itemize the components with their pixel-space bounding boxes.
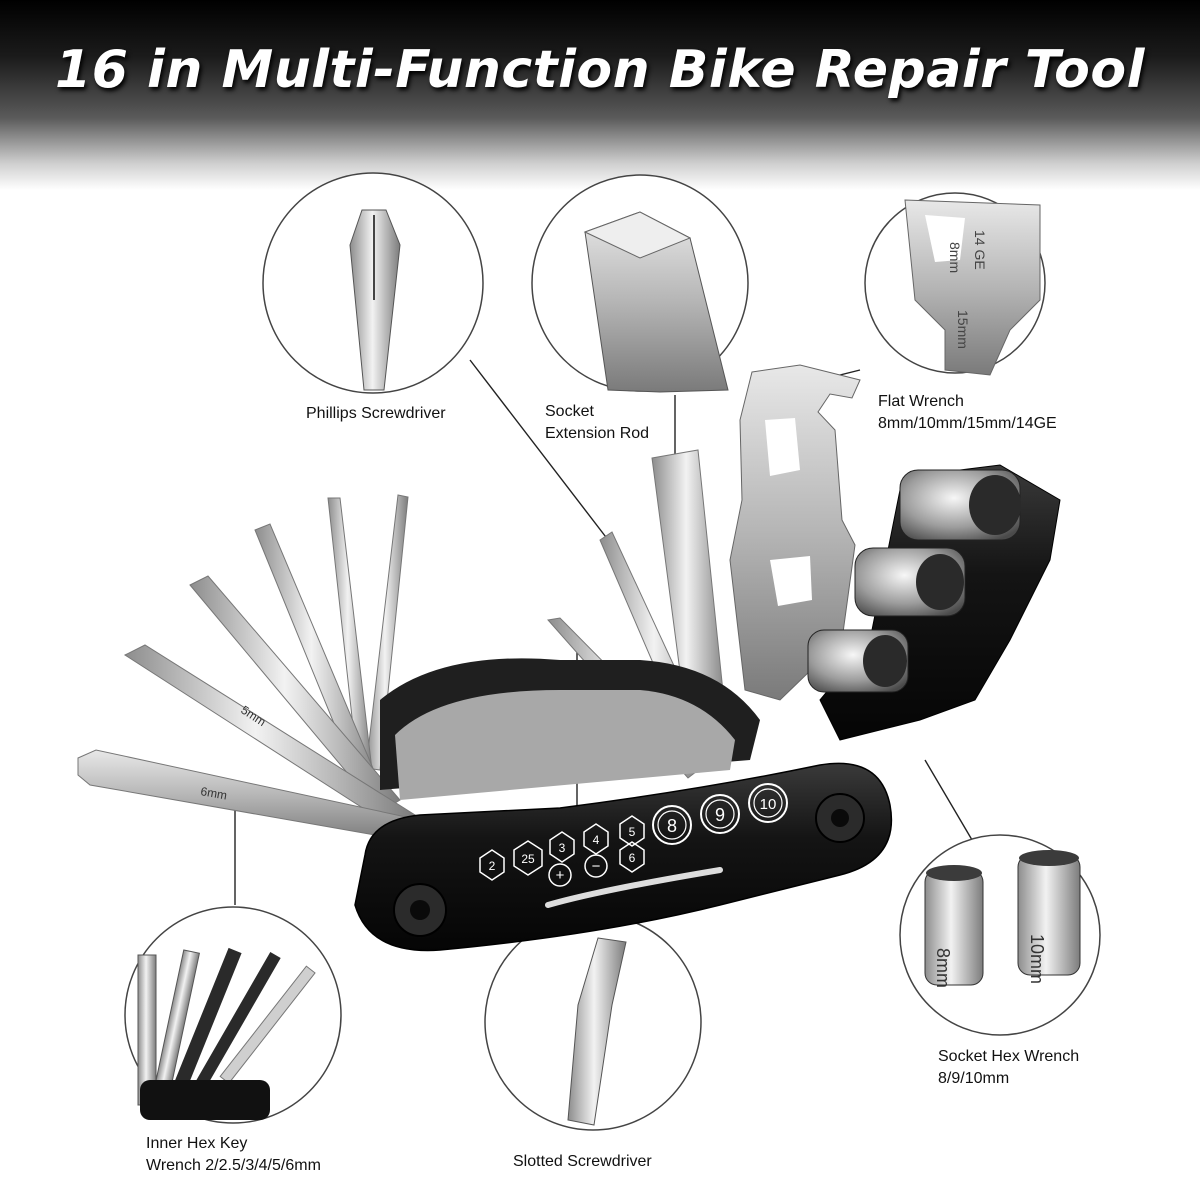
- svg-text:3: 3: [559, 841, 566, 855]
- sockets: [807, 469, 1021, 693]
- size-mark-10: 10: [748, 783, 788, 823]
- plus-mark: +: [548, 863, 572, 887]
- zoom-circle-socket-hex: 8mm 10mm: [899, 834, 1101, 1036]
- size-mark-5: 5: [619, 815, 645, 847]
- size-mark-2: 2: [479, 849, 505, 881]
- svg-text:10: 10: [760, 796, 777, 813]
- size-mark-4: 4: [583, 823, 609, 855]
- page-title: 16 in Multi-Function Bike Repair Tool: [55, 40, 1145, 100]
- size-mark-25: 25: [513, 840, 543, 876]
- svg-text:5: 5: [629, 825, 636, 839]
- engraving-socket-8mm: 8mm: [933, 948, 953, 988]
- tool-body: [354, 762, 893, 952]
- body-rivets: [393, 793, 865, 937]
- socket-hex-callout-line: [924, 759, 976, 846]
- svg-text:6: 6: [629, 851, 636, 865]
- size-mark-6: 6: [619, 841, 645, 873]
- body-slot: [545, 867, 723, 908]
- hex-key-fan: 6mm 5mm: [77, 494, 421, 843]
- svg-text:+: +: [556, 867, 565, 884]
- header-banner: [0, 0, 1200, 190]
- engraving-hex-6mm: 6mm: [199, 784, 228, 802]
- label-flat-wrench: Flat Wrench 8mm/10mm/15mm/14GE: [878, 393, 1057, 432]
- svg-text:−: −: [592, 858, 601, 875]
- zoom-circle-phillips: [262, 172, 484, 394]
- svg-text:8: 8: [667, 816, 677, 836]
- zoom-circle-socket-rod: [531, 174, 749, 393]
- phillips-callout-line: [469, 359, 613, 546]
- svg-text:25: 25: [521, 852, 535, 866]
- engraving-14ge: 14 GE: [972, 230, 988, 270]
- tool-back-plate-inner: [395, 690, 735, 800]
- size-mark-8: 8: [652, 805, 692, 845]
- label-socket-extension-rod: Socket Extension Rod: [545, 403, 650, 442]
- minus-mark: −: [584, 854, 608, 878]
- zoom-circle-flat-wrench: 14 GE 8mm 15mm: [864, 192, 1046, 376]
- engraving-8mm: 8mm: [947, 242, 963, 273]
- engraving-15mm: 15mm: [955, 310, 971, 349]
- zoom-circle-slotted: [484, 913, 702, 1131]
- svg-text:2: 2: [489, 859, 496, 873]
- label-slotted-screwdriver: Slotted Screwdriver: [513, 1153, 652, 1170]
- svg-text:9: 9: [715, 805, 725, 825]
- zoom-circle-hex-keys: [124, 906, 342, 1124]
- label-phillips-screwdriver: Phillips Screwdriver: [306, 405, 446, 422]
- engraving-socket-10mm: 10mm: [1027, 934, 1047, 984]
- svg-text:4: 4: [593, 833, 600, 847]
- label-inner-hex-key: Inner Hex Key Wrench 2/2.5/3/4/5/6mm: [146, 1135, 321, 1174]
- label-socket-hex-wrench: Socket Hex Wrench 8/9/10mm: [938, 1048, 1080, 1087]
- flat-wrench: [729, 364, 861, 701]
- size-mark-9: 9: [700, 794, 740, 834]
- size-mark-3: 3: [549, 831, 575, 863]
